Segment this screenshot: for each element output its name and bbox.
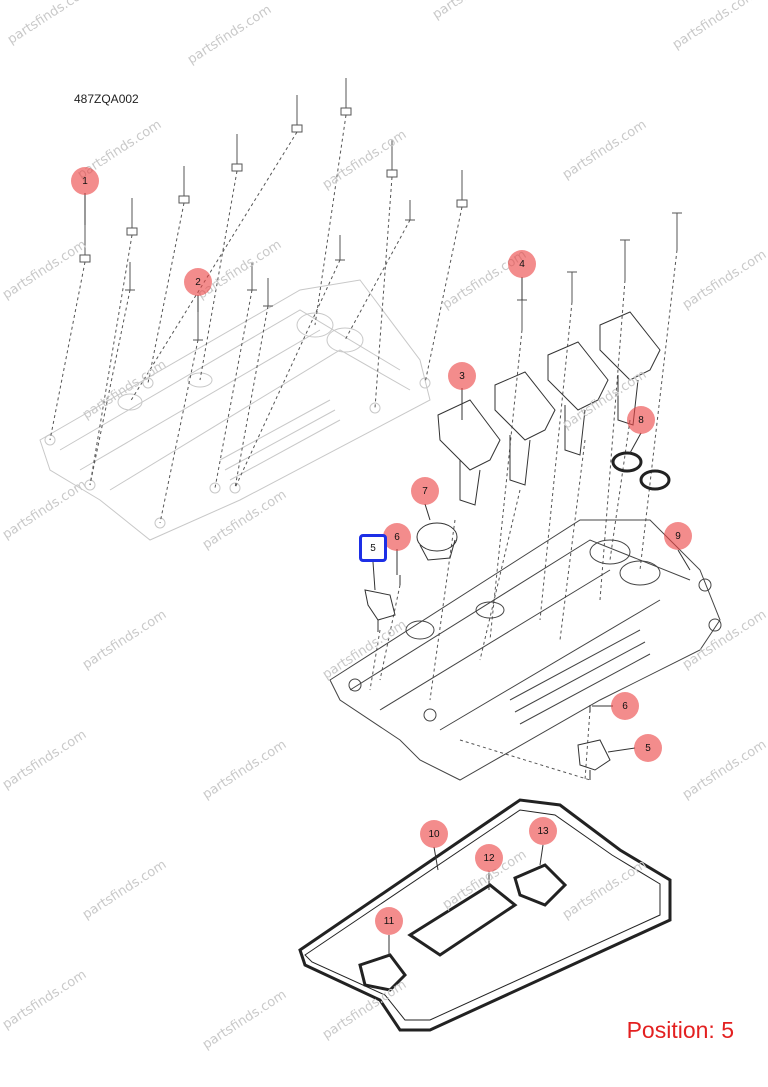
callout-7[interactable]: 7 — [411, 477, 439, 505]
callout-3[interactable]: 3 — [448, 362, 476, 390]
callout-leaders — [84, 193, 691, 957]
seal-rings — [611, 451, 671, 491]
callout-1[interactable]: 1 — [71, 167, 99, 195]
main-cover-drawing — [329, 519, 722, 781]
drawing-code: 487ZQA002 — [74, 92, 139, 106]
callout-9[interactable]: 9 — [664, 522, 692, 550]
leader-lines — [49, 114, 678, 781]
callout-12[interactable]: 12 — [475, 844, 503, 872]
callout-5[interactable]: 5 — [634, 734, 662, 762]
position-label: Position: 5 — [626, 1017, 734, 1043]
callout-10[interactable]: 10 — [420, 820, 448, 848]
oil-filler-cap — [416, 522, 458, 561]
callout-2[interactable]: 2 — [184, 268, 212, 296]
gasket-drawing — [298, 798, 672, 1032]
ignition-coils — [437, 311, 661, 506]
callout-8[interactable]: 8 — [627, 406, 655, 434]
callout-4[interactable]: 4 — [508, 250, 536, 278]
callout-13[interactable]: 13 — [529, 817, 557, 845]
spark-plug-bolts — [79, 78, 682, 341]
callout-11[interactable]: 11 — [375, 907, 403, 935]
upper-cover-drawing — [39, 279, 431, 541]
callout-6[interactable]: 6 — [611, 692, 639, 720]
cam-sensors — [364, 575, 611, 780]
callout-5-selected[interactable]: 5 — [359, 534, 387, 562]
callout-6[interactable]: 6 — [383, 523, 411, 551]
